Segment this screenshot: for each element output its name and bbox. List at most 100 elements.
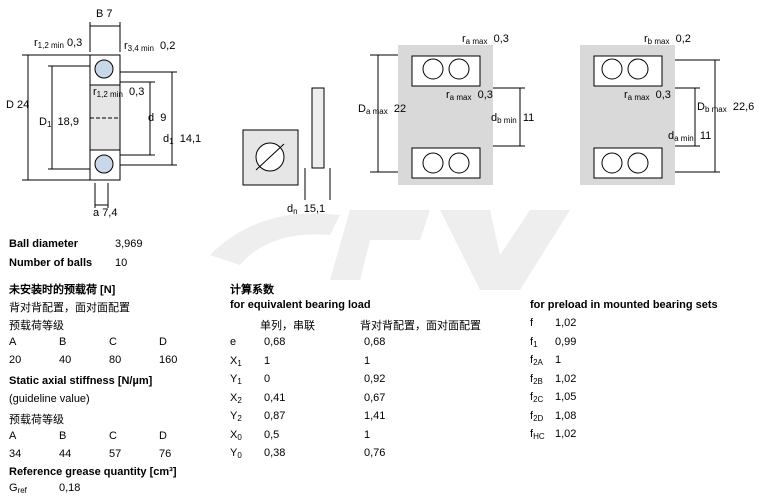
preload-value-b: 40: [59, 354, 72, 366]
factor-pair: 1: [364, 354, 371, 367]
dim-ramax1-sub: a max: [465, 37, 488, 46]
factor-single: 0,87: [264, 410, 286, 422]
dim-ramax2-val: 0,3: [477, 89, 493, 101]
ball-diameter-label: Ball diameter: [9, 238, 79, 250]
preload-factor-sub: 1: [533, 339, 538, 349]
dim-r12: r1,2 min 0,3: [34, 37, 82, 50]
dim-D-val: 24: [17, 99, 30, 111]
stiffness-value-a: 34: [9, 448, 22, 460]
preload-factor-value: 1,08: [555, 409, 577, 422]
arrangement-label: 背对背配置，面对面配置: [9, 302, 130, 314]
col-single-tandem: 单列，串联: [260, 320, 315, 332]
dim-D-sym: D: [6, 99, 14, 111]
dim-ramax2-sub: a max: [449, 93, 472, 102]
factor-symbol: X1: [230, 355, 242, 368]
dim-dn-val: 15,1: [303, 203, 326, 215]
dim-a-val: 7,4: [102, 207, 118, 219]
dim-ramax2: ra max 0,3: [446, 89, 493, 102]
factor-sub: 2: [237, 395, 242, 405]
abutment-drawing-b: [580, 45, 720, 185]
dim-dn: dn 15,1: [287, 203, 325, 216]
dim-rbmax-sym: r: [644, 33, 648, 45]
dim-D1-sym: D: [39, 116, 47, 128]
factor-sym: X: [230, 354, 238, 367]
dim-D1-val: 18,9: [57, 116, 79, 128]
dim-da-sub: a min: [674, 134, 694, 143]
dim-r12b-sym: r: [93, 86, 97, 98]
factor-pair: 0,67: [364, 391, 386, 404]
gref-sub: ref: [17, 486, 27, 495]
bearing-cross-section: [22, 22, 177, 208]
dim-a-sym: a: [93, 207, 100, 219]
dim-r12-val: 0,3: [66, 37, 83, 49]
stiffness-value-d: 76: [159, 448, 172, 460]
factor-sym: Y: [230, 410, 238, 422]
preload-factor-symbol: f2D: [530, 410, 543, 423]
dim-D1-sub: 1: [46, 120, 52, 129]
dim-r34-sub: 3,4 min: [127, 44, 154, 53]
preload-factor-value: 1,05: [555, 391, 577, 403]
abutment-drawing-a: [370, 45, 525, 185]
factor-sym: X: [230, 391, 238, 404]
preload-class-label: 预载荷等级: [9, 320, 64, 332]
factor-sub: 2: [237, 414, 242, 423]
gref-label: Gref: [9, 482, 27, 495]
preload-heading: 未安装时的预载荷 [N]: [9, 284, 116, 296]
preload-factor-symbol: fHC: [530, 428, 545, 441]
preload-factor-sub: 2A: [533, 358, 543, 367]
factor-sym: Y: [230, 373, 238, 385]
dim-ramax3: ra max 0,3: [624, 89, 671, 102]
dim-d1-val: 14,1: [179, 133, 202, 145]
stiffness-heading: Static axial stiffness [N/µm]: [9, 375, 153, 387]
stiffness-class-a: A: [9, 430, 17, 442]
dim-Db: Db max 22,6: [697, 101, 754, 114]
dim-da-sym: d: [668, 130, 675, 142]
dim-ramax3-sub: a max: [627, 93, 650, 102]
preload-factor-symbol: f2C: [530, 391, 543, 404]
gref-sym: G: [9, 482, 18, 494]
preload-factor-symbol: f1: [530, 336, 538, 349]
preload-factor-sub: 2B: [533, 376, 543, 386]
stiffness-class-b: B: [59, 430, 67, 442]
preload-factor-value: 1,02: [555, 428, 577, 440]
preload-value-d: 160: [159, 354, 178, 366]
preload-factor-symbol: f2B: [530, 373, 543, 386]
dim-rbmax-val: 0,2: [675, 33, 691, 45]
dim-Da-sub: a max: [365, 107, 388, 116]
dim-rbmax-sub: b max: [647, 37, 670, 46]
factor-symbol: X2: [230, 392, 242, 405]
dim-ramax2-sym: r: [446, 89, 450, 101]
preload-class-c: C: [109, 336, 117, 348]
dim-d-val: 9: [160, 112, 167, 124]
dim-D1: D1 18,9: [39, 116, 79, 129]
guideline-label: (guideline value): [9, 393, 90, 405]
preload-factor-sym: f: [530, 335, 534, 348]
dim-Db-val: 22,6: [732, 101, 755, 113]
preload-factor-symbol: f: [530, 317, 533, 330]
factor-sub: 0: [237, 451, 242, 460]
factor-single: 0,5: [264, 428, 280, 441]
factor-pair: 0,92: [364, 373, 386, 385]
preload-factor-sub: HC: [533, 432, 545, 441]
factor-sub: 0: [237, 432, 242, 442]
factor-pair: 1,41: [364, 410, 386, 422]
dim-d1-sub: 1: [169, 137, 174, 146]
dim-da-val: 11: [699, 130, 712, 142]
factor-sub: 1: [237, 358, 242, 368]
equivalent-load-heading: for equivalent bearing load: [230, 299, 371, 311]
watermark-logo: [210, 210, 570, 290]
preload-factor-sym: f: [530, 409, 534, 422]
dim-r34: r3,4 min 0,2: [124, 40, 175, 53]
factors-heading: 计算系数: [230, 284, 274, 296]
dim-d1-sym: d: [163, 133, 170, 145]
factor-sym: e: [230, 336, 237, 348]
grease-heading: Reference grease quantity [cm³]: [9, 466, 177, 478]
preload-factor-sub: 2C: [533, 395, 544, 404]
factor-single: 0,38: [264, 447, 286, 459]
dim-ramax1: ra max 0,3: [462, 33, 509, 46]
gref-value: 0,18: [59, 482, 81, 494]
dim-r34-val: 0,2: [160, 40, 176, 52]
dim-db-sym: d: [491, 112, 498, 124]
preload-class-b: B: [59, 336, 67, 348]
factor-single: 0,41: [264, 391, 286, 404]
